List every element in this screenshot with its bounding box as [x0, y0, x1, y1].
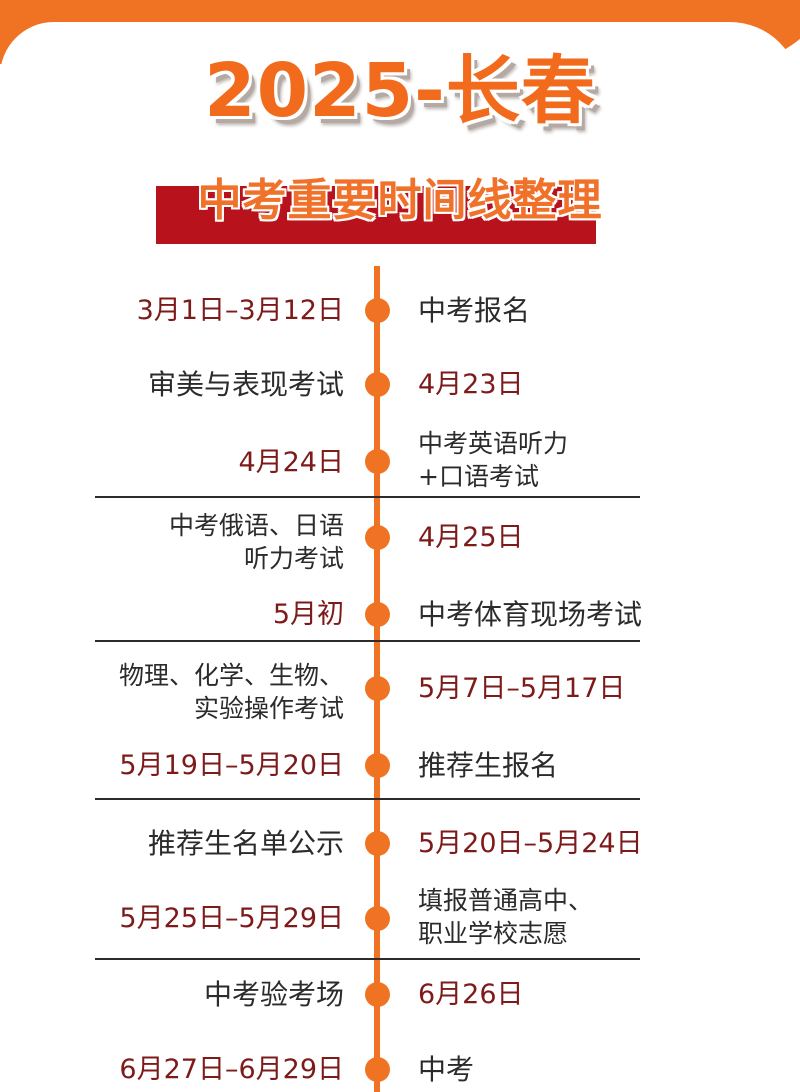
- timeline-dot: [365, 831, 390, 856]
- timeline-date: 6月27日–6月29日: [119, 1054, 344, 1085]
- timeline-event: 中考英语听力 +口语考试: [418, 429, 569, 491]
- timeline-dot: [365, 676, 390, 701]
- timeline-date: 5月20日–5月24日: [418, 828, 643, 859]
- timeline-event: 中考俄语、日语 听力考试: [168, 511, 344, 573]
- timeline-dot: [365, 525, 390, 550]
- timeline-date: 4月24日: [238, 447, 344, 478]
- timeline-dot: [365, 298, 390, 323]
- section-divider: [95, 640, 640, 642]
- timeline-dot: [365, 372, 390, 397]
- timeline-event: 推荐生名单公示: [147, 827, 344, 860]
- timeline-date: 5月7日–5月17日: [418, 673, 626, 704]
- timeline-date: 4月25日: [418, 522, 524, 553]
- timeline-event: 中考验考场: [203, 978, 344, 1011]
- timeline-dot: [365, 982, 390, 1007]
- section-divider: [95, 798, 640, 800]
- timeline-event: 填报普通高中、 职业学校志愿: [418, 886, 594, 948]
- timeline-date: 5月初: [272, 599, 344, 630]
- section-divider: [95, 958, 640, 960]
- timeline-date: 4月23日: [418, 369, 524, 400]
- page-subtitle: 中考重要时间线整理: [197, 175, 603, 226]
- timeline-event: 物理、化学、生物、 实验操作考试: [118, 661, 344, 723]
- timeline-dot: [365, 753, 390, 778]
- section-divider: [95, 496, 640, 498]
- timeline-date: 5月19日–5月20日: [119, 750, 344, 781]
- timeline-event: 中考体育现场考试: [418, 598, 643, 631]
- timeline-dot: [365, 602, 390, 627]
- timeline-event: 中考: [418, 1053, 475, 1086]
- page-title: 2025-长春: [204, 48, 596, 134]
- timeline-date: 6月26日: [418, 979, 524, 1010]
- timeline-dot: [365, 906, 390, 931]
- subtitle-backing: [156, 186, 596, 244]
- timeline-event: 中考报名: [418, 294, 531, 327]
- timeline-dot: [365, 1057, 390, 1082]
- timeline-dot: [365, 449, 390, 474]
- timeline-date: 3月1日–3月12日: [136, 295, 344, 326]
- timeline-event: 审美与表现考试: [147, 368, 344, 401]
- timeline-date: 5月25日–5月29日: [119, 903, 344, 934]
- timeline-event: 推荐生报名: [418, 749, 559, 782]
